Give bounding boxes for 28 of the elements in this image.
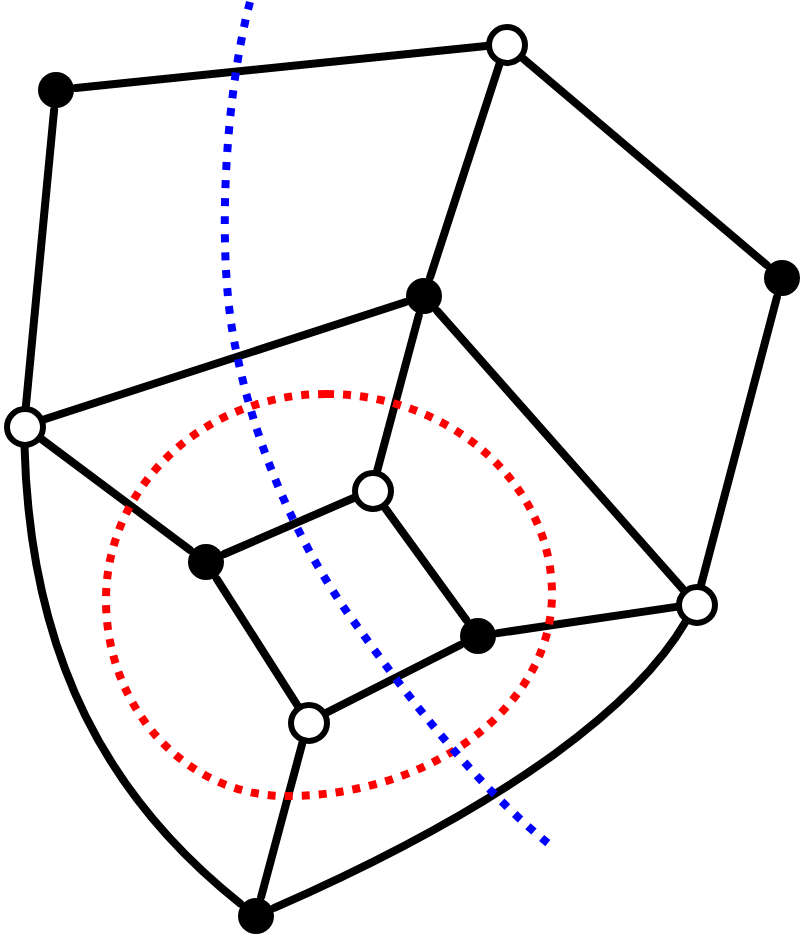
edge-line: [20, 442, 245, 908]
edge-line: [321, 641, 465, 717]
edge-line: [493, 602, 681, 638]
solid-vertex: [188, 544, 224, 580]
dotted-loop: [100, 390, 556, 800]
solid-vertex: [460, 618, 496, 654]
edge-line: [257, 737, 307, 901]
open-vertex: [675, 583, 717, 625]
edge-line: [39, 298, 409, 424]
edge-line: [433, 307, 687, 593]
edge-line: [517, 52, 771, 270]
edge-line: [270, 617, 690, 912]
edge-line: [697, 293, 781, 589]
edge-line: [426, 59, 504, 281]
solid-vertex: [38, 72, 74, 108]
edge-line: [21, 105, 59, 411]
edge-line: [373, 311, 423, 475]
edge-line: [36, 433, 194, 555]
edge-line: [212, 574, 302, 710]
solid-vertex: [764, 260, 800, 296]
solid-vertex: [406, 278, 442, 314]
edge-line: [379, 502, 471, 624]
open-vertex: [485, 23, 527, 65]
open-vertex: [351, 469, 393, 511]
open-vertex: [287, 701, 329, 743]
open-vertex: [3, 405, 45, 447]
solid-vertex: [238, 898, 274, 934]
edge-line: [220, 493, 358, 559]
